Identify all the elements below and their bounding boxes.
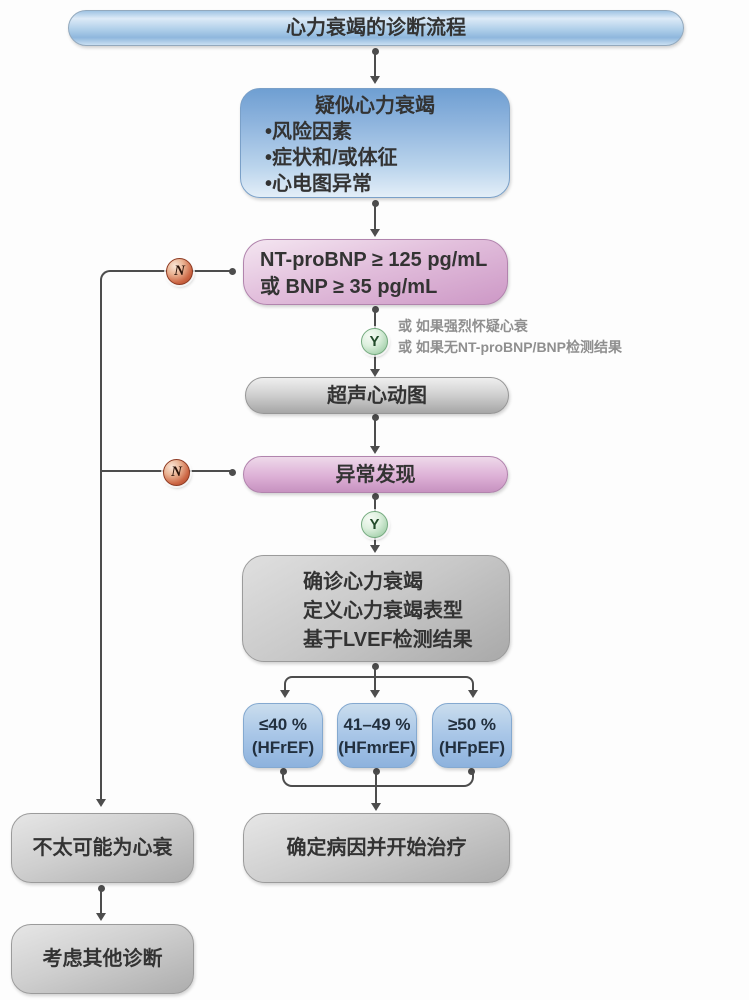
annotation-line: 或 如果无NT-proBNP/BNP检测结果 — [398, 339, 622, 355]
arrowhead-down-icon — [280, 690, 290, 698]
connector-corner — [100, 270, 114, 284]
node-hf-unlikely: 不太可能为心衰 — [11, 813, 194, 883]
bnp-line: NT-proBNP ≥ 125 pg/mL — [260, 249, 488, 271]
connector-line — [100, 284, 102, 799]
connector-line — [375, 772, 377, 803]
connector-line — [100, 889, 102, 913]
connector-dot — [280, 768, 287, 775]
node-ef-hfpef: ≥50 % (HFpEF) — [432, 703, 512, 768]
yes-branch-annotation: 或 如果强烈怀疑心衰 或 如果无NT-proBNP/BNP检测结果 — [398, 316, 622, 358]
split-bracket — [284, 676, 474, 690]
branch-yes-label: Y — [369, 516, 380, 533]
suspected-hf-bullet: •症状和/或体征 — [265, 147, 398, 169]
annotation-line: 或 如果强烈怀疑心衰 — [398, 318, 528, 334]
confirm-diagnosis-line: 基于LVEF检测结果 — [303, 629, 473, 651]
page-title: 心力衰竭的诊断流程 — [286, 17, 466, 39]
bnp-line: 或 BNP ≥ 35 pg/mL — [260, 276, 438, 298]
suspected-hf-title: 疑似心力衰竭 — [315, 95, 435, 117]
connector-dot — [98, 885, 105, 892]
merge-bracket — [282, 772, 474, 787]
arrowhead-down-icon — [468, 690, 478, 698]
node-ef-hfmref: 41–49 % (HFmrEF) — [337, 703, 417, 768]
connector-dot — [372, 414, 379, 421]
connector-dot — [229, 469, 236, 476]
arrowhead-down-icon — [370, 76, 380, 84]
branch-no-label: N — [174, 263, 185, 279]
connector-dot — [372, 663, 379, 670]
connector-dot — [372, 306, 379, 313]
consider-other-label: 考虑其他诊断 — [42, 948, 163, 970]
ef-label: (HFmrEF) — [338, 738, 416, 757]
node-consider-other-diagnosis: 考虑其他诊断 — [11, 924, 194, 994]
node-flowchart-title: 心力衰竭的诊断流程 — [68, 10, 684, 46]
connector-line — [374, 667, 376, 690]
connector-dot — [373, 768, 380, 775]
echocardiogram-label: 超声心动图 — [327, 385, 427, 407]
node-suspected-hf: 疑似心力衰竭 •风险因素 •症状和/或体征 •心电图异常 — [240, 88, 510, 198]
node-echocardiogram: 超声心动图 — [245, 377, 509, 414]
arrowhead-down-icon — [96, 913, 106, 921]
branch-no-icon: N — [163, 459, 190, 486]
ef-value: ≤40 % — [258, 715, 308, 734]
node-ef-hfref: ≤40 % (HFrEF) — [243, 703, 323, 768]
ef-label: (HFrEF) — [251, 738, 315, 757]
connector-dot — [229, 268, 236, 275]
abnormal-findings-label: 异常发现 — [335, 464, 416, 486]
branch-yes-icon: Y — [361, 511, 388, 538]
hf-unlikely-label: 不太可能为心衰 — [32, 837, 173, 859]
node-treatment: 确定病因并开始治疗 — [243, 813, 510, 883]
ef-value: 41–49 % — [343, 715, 411, 734]
suspected-hf-bullet: •风险因素 — [265, 121, 353, 143]
node-abnormal-findings: 异常发现 — [243, 456, 508, 493]
branch-yes-label: Y — [369, 333, 380, 350]
arrowhead-down-icon — [370, 446, 380, 454]
branch-no-icon: N — [166, 258, 193, 285]
arrowhead-down-icon — [371, 803, 381, 811]
arrowhead-down-icon — [96, 799, 106, 807]
connector-dot — [372, 493, 379, 500]
connector-dot — [372, 48, 379, 55]
node-bnp-criteria: NT-proBNP ≥ 125 pg/mL 或 BNP ≥ 35 pg/mL — [243, 239, 508, 305]
arrowhead-down-icon — [370, 229, 380, 237]
connector-line — [374, 204, 376, 229]
connector-line — [374, 418, 376, 446]
confirm-diagnosis-line: 定义心力衰竭表型 — [303, 600, 463, 622]
suspected-hf-bullet: •心电图异常 — [265, 173, 373, 195]
arrowhead-down-icon — [370, 690, 380, 698]
arrowhead-down-icon — [370, 545, 380, 553]
connector-dot — [372, 200, 379, 207]
ef-label: (HFpEF) — [438, 738, 506, 757]
branch-yes-icon: Y — [361, 328, 388, 355]
ef-value: ≥50 % — [447, 715, 497, 734]
branch-no-label: N — [171, 464, 182, 480]
node-confirm-diagnosis: 确诊心力衰竭 定义心力衰竭表型 基于LVEF检测结果 — [242, 555, 510, 662]
connector-line — [374, 52, 376, 76]
treatment-label: 确定病因并开始治疗 — [286, 837, 467, 859]
confirm-diagnosis-line: 确诊心力衰竭 — [303, 571, 423, 593]
arrowhead-down-icon — [370, 369, 380, 377]
connector-dot — [468, 768, 475, 775]
